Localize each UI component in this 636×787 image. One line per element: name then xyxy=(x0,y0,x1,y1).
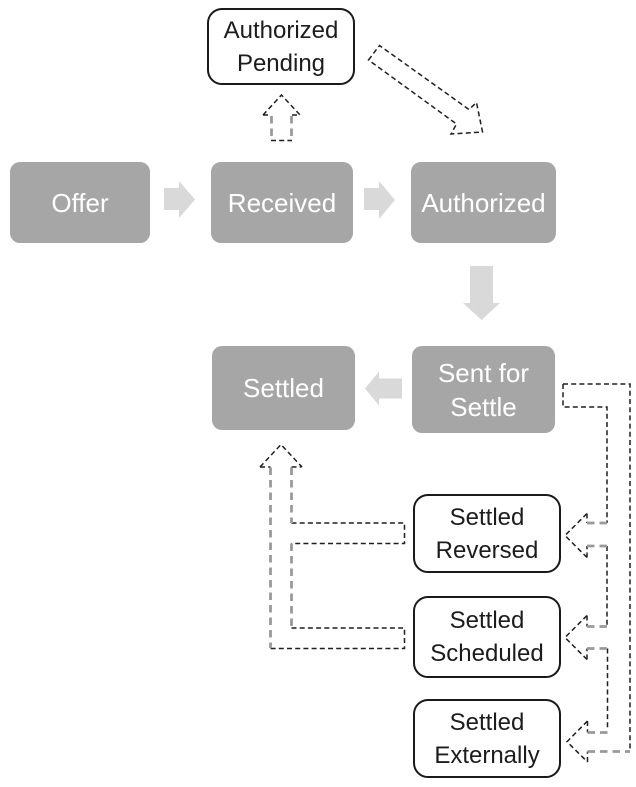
arrow-sent-for-settle-to-settled xyxy=(365,371,402,406)
node-settled-externally-label: Settled Externally xyxy=(434,708,540,769)
node-settled-label: Settled xyxy=(243,373,324,403)
node-settled-scheduled: Settled Scheduled xyxy=(413,596,561,678)
node-authorized-label: Authorized xyxy=(421,187,546,218)
node-sent-for-settle: Sent for Settle xyxy=(412,346,555,433)
arrow-received-to-authorized xyxy=(364,181,395,219)
node-settled-externally: Settled Externally xyxy=(413,699,561,778)
node-offer-label: Offer xyxy=(51,187,109,218)
node-settled: Settled xyxy=(212,346,355,430)
arrow-authorized-pending-to-authorized xyxy=(367,44,484,135)
node-settled-scheduled-label: Settled Scheduled xyxy=(430,607,544,667)
arrow-offer-to-received xyxy=(164,181,195,218)
node-sent-for-settle-label: Sent for Settle xyxy=(437,357,530,422)
node-settled-reversed-label: Settled Reversed xyxy=(435,503,539,564)
arrow-authorized-to-sent-for-settle xyxy=(463,266,500,320)
arrow-received-to-authorized-pending xyxy=(262,93,301,142)
node-authorized: Authorized xyxy=(411,162,556,243)
node-authorized-pending: Authorized Pending xyxy=(207,8,355,85)
node-settled-reversed: Settled Reversed xyxy=(413,494,561,573)
node-authorized-pending-label: Authorized Pending xyxy=(223,16,339,77)
node-received: Received xyxy=(211,162,353,243)
node-received-label: Received xyxy=(227,187,337,218)
arrow-sent-for-settle-to-settled-variants xyxy=(562,383,631,763)
node-offer: Offer xyxy=(10,162,150,243)
arrow-reversed-scheduled-to-settled xyxy=(259,443,406,650)
